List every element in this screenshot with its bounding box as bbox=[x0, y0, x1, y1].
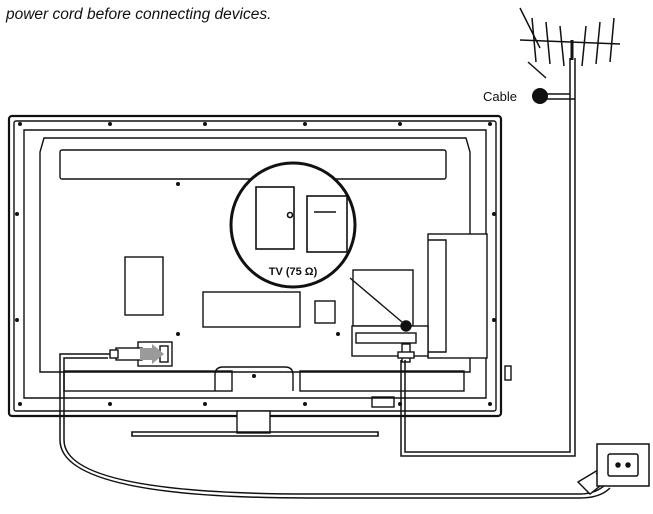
tv-back-panel bbox=[7, 114, 503, 437]
wall-outlet-icon bbox=[596, 443, 650, 487]
rf-port bbox=[349, 277, 415, 363]
cable-label: Cable bbox=[483, 89, 517, 104]
tv-port-label: TV (75 Ω) bbox=[269, 266, 318, 278]
antenna-icon bbox=[519, 7, 621, 79]
antenna-cable bbox=[400, 58, 576, 457]
cable-connector-icon bbox=[532, 88, 548, 104]
tv-input-panel bbox=[351, 233, 512, 408]
instruction-caption: power cord before connecting devices. bbox=[6, 6, 272, 23]
tv-power-connector bbox=[109, 341, 173, 367]
tv-port-magnifier: TV (75 Ω) bbox=[229, 161, 357, 289]
